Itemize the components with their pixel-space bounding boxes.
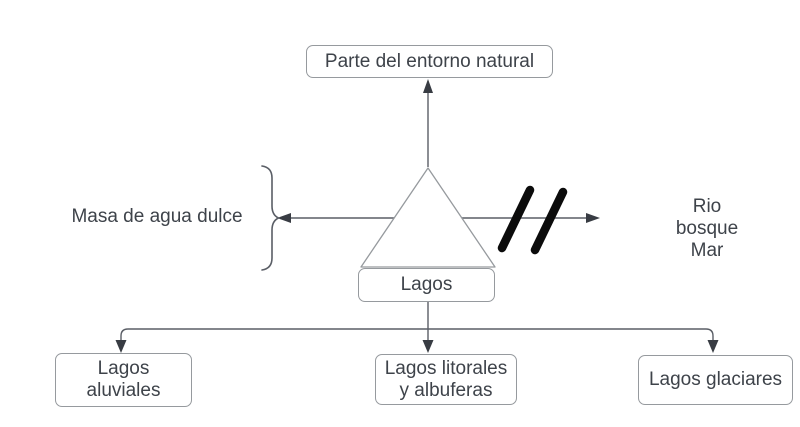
arrow-down-head-center-icon [422, 340, 434, 353]
node-label-line: y albuferas [399, 379, 493, 401]
node-label-line: Lagos litorales [384, 357, 508, 379]
annotation-line: bosque [675, 218, 739, 239]
arrow-left-head-icon [277, 213, 291, 223]
annotation-line: Rio [692, 196, 722, 217]
node-lagos-litorales-y-albuferas: Lagos litorales y albuferas [375, 354, 517, 405]
connector-branch-right [428, 328, 714, 347]
node-label-line: Lagos glaciares [648, 369, 783, 390]
double-slash-break-icon [497, 185, 568, 255]
curly-brace [261, 165, 281, 271]
node-label-line: Lagos [97, 358, 150, 379]
node-label-line: aluviales [86, 380, 161, 401]
node-label: Parte del entorno natural [324, 50, 535, 72]
left-annotation: Masa de agua dulce [57, 206, 257, 228]
arrow-up-head-icon [423, 79, 433, 93]
annotation-label: Masa de agua dulce [71, 206, 243, 227]
annotation-line: Mar [690, 240, 724, 261]
node-lagos-aluviales: Lagos aluviales [55, 353, 192, 407]
arrow-down-head-left-icon [115, 340, 127, 353]
node-lagos: Lagos [358, 268, 495, 302]
arrow-right-head-icon [586, 213, 600, 223]
right-annotation: Rio bosque Mar [647, 196, 767, 262]
triangle-shape [360, 167, 496, 268]
node-lagos-glaciares: Lagos glaciares [638, 355, 793, 405]
node-parte-del-entorno-natural: Parte del entorno natural [306, 45, 553, 78]
arrow-down-head-right-icon [707, 340, 719, 353]
node-label: Lagos [400, 274, 453, 295]
connector-branch-left [120, 328, 428, 347]
